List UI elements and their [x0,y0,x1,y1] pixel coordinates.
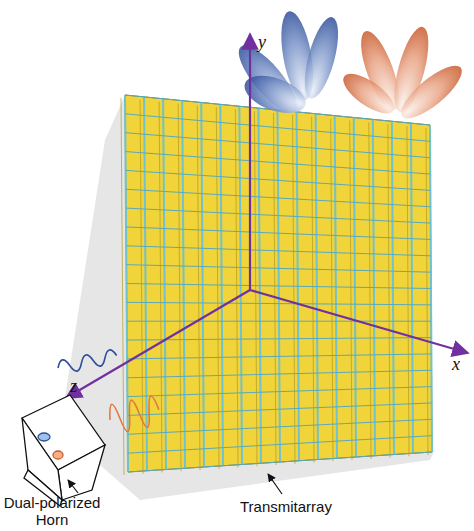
grid-line [125,114,430,142]
grid-line [128,403,432,416]
leader-line [268,474,282,494]
part-label: Dual-polarized Horn [0,494,104,528]
grid-line [127,321,431,322]
leader-line [68,480,78,493]
part-label: Transmitarray [240,498,332,515]
grid-line [127,302,431,305]
grid-line [127,338,431,341]
grid-line [197,106,200,471]
grid-line [274,113,277,465]
grid-line [369,122,371,458]
grid-line [125,133,430,158]
grid-line [126,265,431,273]
grid-line [128,419,432,434]
grid-line [159,102,162,473]
blue-beam [230,9,345,120]
grid-line [126,246,431,256]
grid-line [125,152,430,175]
grid-line [128,452,432,472]
panel-face [125,95,432,472]
transmitarray-panel [121,95,432,475]
grid-line [216,107,219,468]
grid-line [407,126,409,456]
grid-line [235,109,238,467]
grid-line [350,121,352,461]
blue-wave [57,349,119,375]
grid-line [121,98,124,475]
grid-line [127,284,432,289]
orange-wave [107,395,162,435]
grid-line [127,370,431,378]
grid-line [388,124,390,457]
orange-beam [337,24,469,127]
horn [22,395,105,506]
grid-line [126,189,431,207]
grid-line [293,115,295,464]
grid-line [127,387,431,397]
grid-line [254,111,257,466]
grid-line [126,170,431,190]
grid-line [426,128,428,455]
axis-label: y [258,34,266,51]
grid-line [126,208,431,223]
axes [66,34,468,398]
grid-line [331,119,333,462]
grid-line [127,354,431,359]
grid-line [126,227,431,240]
axis-label: z [70,378,77,395]
grid-line [178,104,181,472]
grid-line [312,117,314,463]
axis-label: x [452,356,460,373]
grid-line [128,436,432,454]
